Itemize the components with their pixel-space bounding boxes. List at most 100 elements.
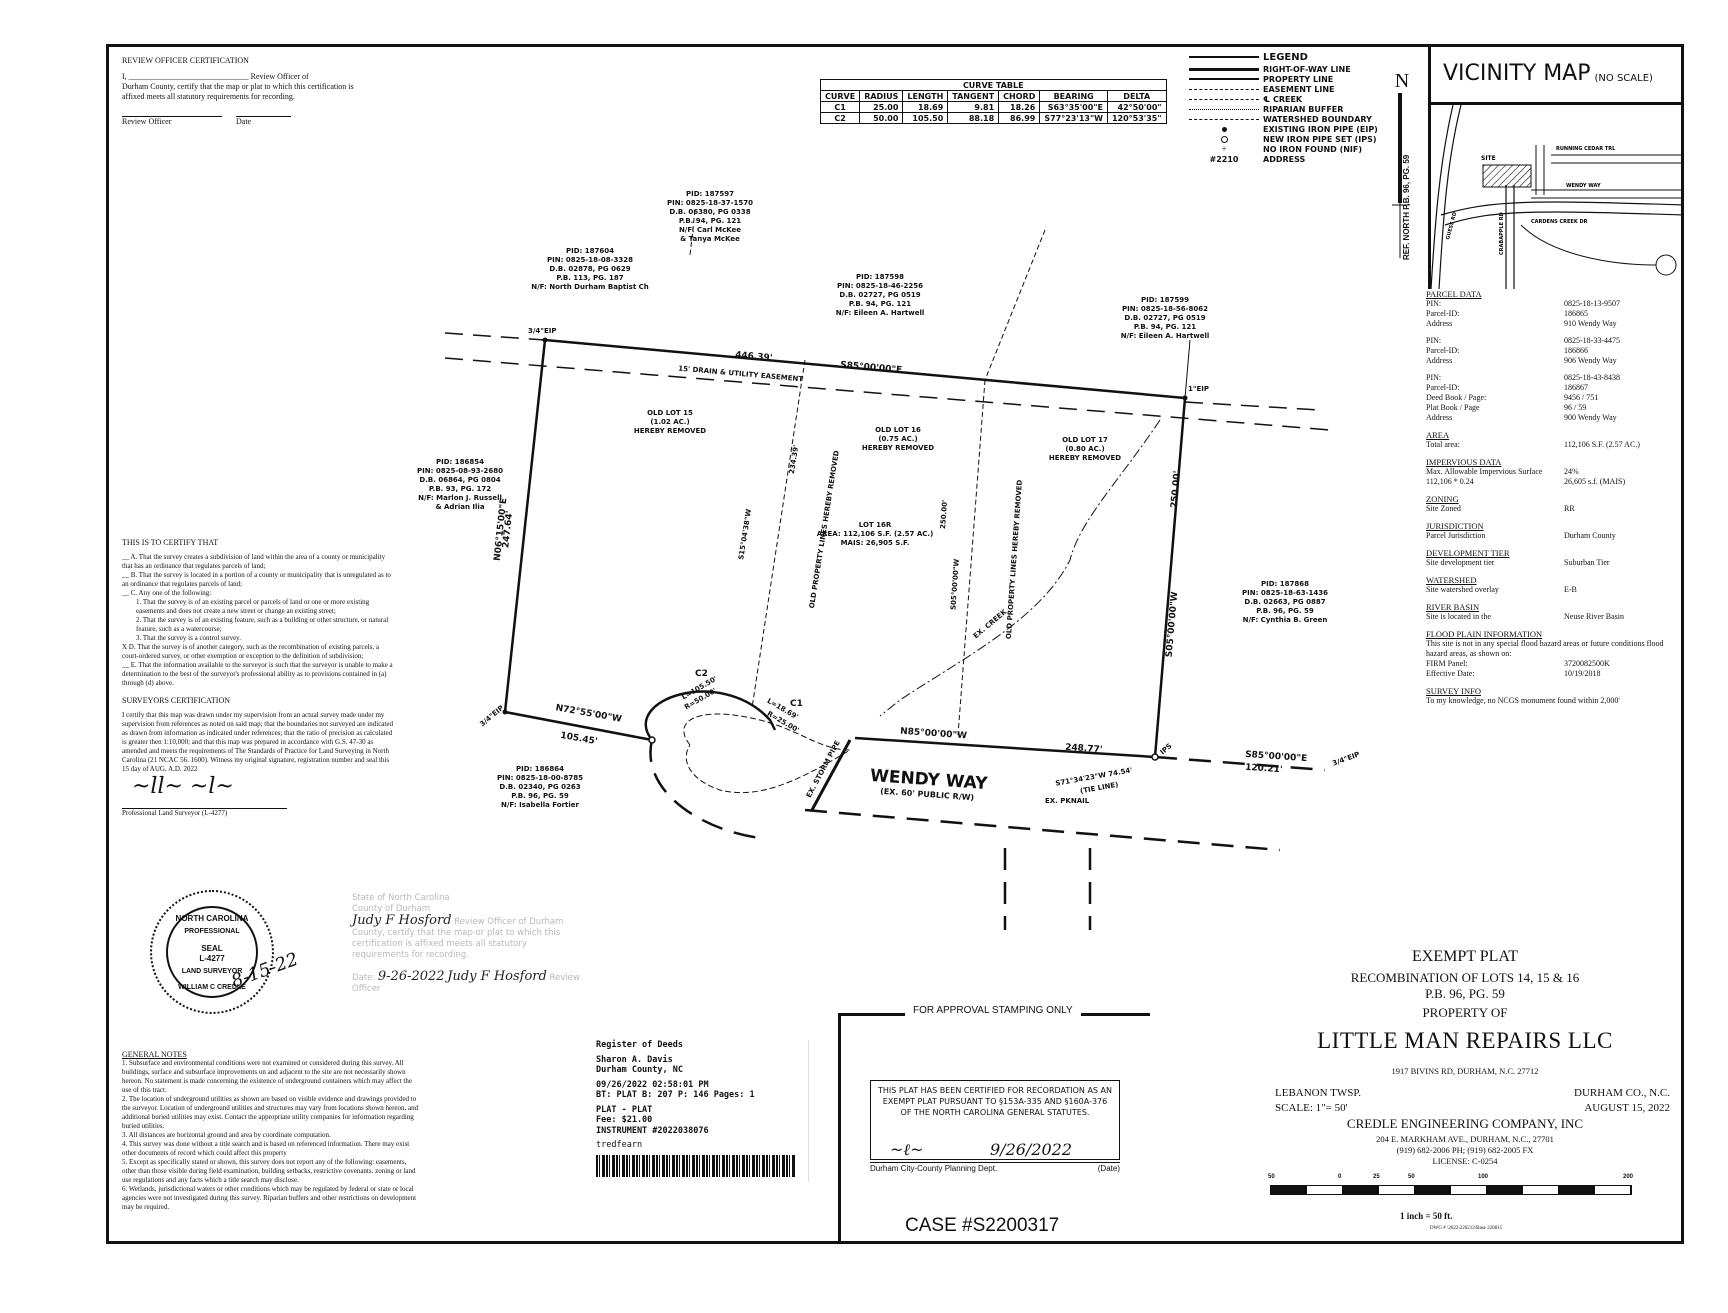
certification-text: THIS PLAT HAS BEEN CERTIFIED FOR RECORDA… [878,1086,1112,1117]
stamp-signature: Judy F Hosford [352,913,452,928]
value: 910 Wendy Way [1564,319,1617,328]
legend-item: RIGHT-OF-WAY LINE [1185,64,1405,74]
legend-item: ℄ CREEK [1185,94,1405,104]
flood-text: This site is not in any special flood ha… [1426,639,1664,658]
review-officer-sig-label: Review Officer [122,116,222,127]
register-line: tredfearn [596,1140,643,1150]
firm-name: CREDLE ENGINEERING COMPANY, INC [1346,1116,1584,1131]
nif-plus-icon: + [1221,144,1227,154]
register-of-deeds-stamp: Register of Deeds Sharon A. Davis Durham… [596,1040,809,1182]
approval-title: FOR APPROVAL STAMPING ONLY [905,1005,1081,1016]
value: 24% [1564,467,1579,476]
parcel-data-title: PARCEL DATA [1426,289,1482,299]
tick: 100 [1478,1174,1489,1180]
surveyor-cert-body: I certify that this map was drawn under … [122,711,393,773]
stamp-line: requirements for recording. [352,950,469,960]
stamp-date-label: Date: [352,973,376,983]
planning-date-label: (Date) [1097,1164,1120,1173]
vic-site-label: SITE [1481,155,1496,162]
vicinity-subtitle: (NO SCALE) [1594,72,1653,84]
review-stamp: State of North Carolina County of Durham… [352,893,592,995]
title-recombination: RECOMBINATION OF LOTS 14, 15 & 16 [1350,970,1580,985]
river-title: RIVER BASIN [1426,602,1480,612]
north-letter: N [1394,70,1410,92]
label: Address [1426,356,1453,365]
title-pb: P.B. 96, PG. 59 [1425,986,1505,1001]
label: Parcel Jurisdiction [1426,531,1486,540]
value: Durham County [1564,531,1616,540]
label: Site development tier [1426,558,1495,567]
value: Suburban Tier [1564,558,1610,567]
c2-label: C2 [695,669,708,679]
certify-item-a: __ A. That the survey creates a subdivis… [122,553,386,570]
label: Site is located in the [1426,612,1491,621]
county: DURHAM CO., N.C. [1574,1087,1670,1099]
graphic-scale-bar [1270,1185,1632,1195]
stamp-line: certification is affixed meets all statu… [352,939,527,949]
register-line: INSTRUMENT #2022038076 [596,1125,709,1136]
certify-item-c1: 1. That the survey is of an existing par… [136,598,370,615]
legend-item: RIPARIAN BUFFER [1185,104,1405,114]
tick: 50 [1268,1174,1275,1180]
value: 96 / 59 [1564,403,1587,412]
certify-block: THIS IS TO CERTIFY THAT __ A. That the s… [122,538,397,818]
legend: LEGEND RIGHT-OF-WAY LINE PROPERTY LINE E… [1185,50,1405,164]
stamp-line: County, certify that the map or plat to … [352,928,561,938]
label: Max. Allowable Impervious Surface [1426,467,1543,476]
certify-title: THIS IS TO CERTIFY THAT [122,538,219,547]
pin-label: 3/4"EIP [528,327,557,335]
certify-item-b: __ B. That the survey is located in a po… [122,571,391,588]
plat-date: AUGUST 15, 2022 [1584,1102,1670,1114]
tick: 200 [1623,1174,1634,1180]
review-officer-certification: REVIEW OFFICER CERTIFICATION I, ________… [122,56,382,127]
tick: 0 [1338,1174,1342,1180]
svg-text:CARDENS CREEK DR: CARDENS CREEK DR [1531,219,1588,225]
legend-item: NEW IRON PIPE SET (IPS) [1185,134,1405,144]
label: Parcel-ID: [1426,346,1460,355]
north-arrow-icon [1392,93,1410,258]
case-number: CASE #S2200317 [905,1215,1060,1236]
ips-circle-icon [1220,135,1228,143]
label: PIN: [1426,299,1442,308]
label: Plat Book / Page [1426,403,1480,412]
certify-item-c3: 3. That the survey is a control survey. [136,634,241,642]
c1-label: C1 [790,699,803,709]
legend-item: WATERSHED BOUNDARY [1185,114,1405,124]
pin-label: 1"EIP [1188,385,1210,393]
label: Parcel-ID: [1426,309,1460,318]
watershed-title: WATERSHED [1426,575,1477,585]
note-item: 1. Subsurface and environmental conditio… [122,1059,412,1094]
barcode-icon [596,1154,796,1177]
label: Site watershed overlay [1426,585,1499,594]
certify-item-c: __ C. Any one of the following: [122,589,212,597]
value: RR [1564,504,1575,513]
stamp-line: Review Officer of Durham [454,917,564,927]
impervious-title: IMPERVIOUS DATA [1426,457,1502,467]
title-property-of: PROPERTY OF [1422,1005,1508,1020]
cell: S77°23'13"W [1039,112,1108,124]
scale-row: SCALE: 1"= 50' AUGUST 15, 2022 [1275,1102,1670,1114]
title-exempt-plat: EXEMPT PLAT [1412,948,1518,965]
register-line: Durham County, NC [596,1065,683,1075]
planning-dept-row: Durham City-County Planning Dept. (Date) [870,1164,1120,1173]
firm-phone: (919) 682-2006 PH; (919) 682-2005 FX [1396,1145,1534,1155]
general-notes-title: GENERAL NOTES [122,1050,187,1059]
legend-item: +NO IRON FOUND (NIF) [1185,144,1405,154]
label: PIN: [1426,373,1442,382]
review-date-label: Date [236,116,291,127]
cell: 120°53'35" [1106,112,1167,124]
vicinity-map: VICINITY MAP(NO SCALE) SITE RUNNING CEDA… [1428,44,1685,290]
address-icon: #2210 [1209,154,1239,164]
review-cert-title: REVIEW OFFICER CERTIFICATION [122,56,249,65]
legend-item: EXISTING IRON PIPE (EIP) [1185,124,1405,134]
surveyor-sig-label: Professional Land Surveyor (L-4277) [122,809,228,817]
stamp-officer-label: Review Officer [352,973,580,994]
surveyor-seal: NORTH CAROLINA PROFESSIONAL SEAL L-4277 … [150,890,274,1014]
stamp-line: State of North Carolina [352,893,450,903]
planning-dept: Durham City-County Planning Dept. [870,1164,998,1173]
